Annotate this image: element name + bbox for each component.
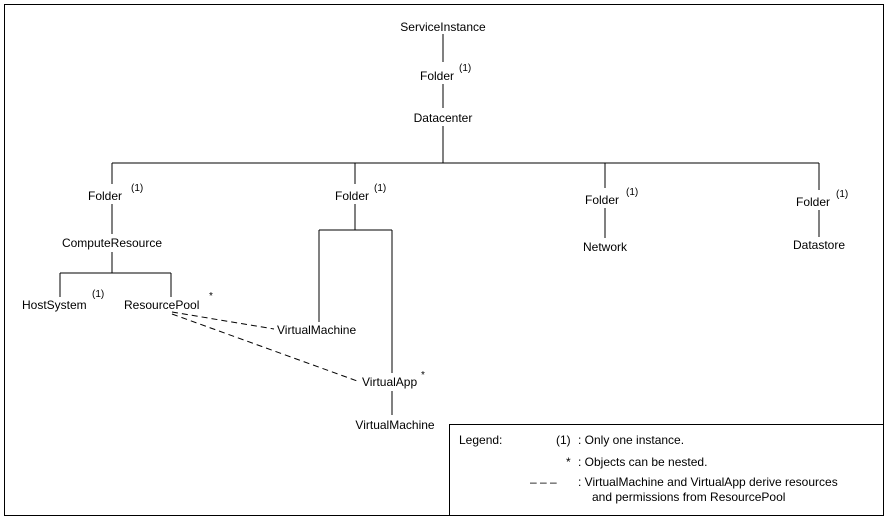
- node-virtual-app: VirtualApp: [362, 375, 417, 389]
- legend-title: Legend:: [459, 433, 502, 447]
- root-folder-one-mark: (1): [459, 63, 471, 74]
- node-host-folder: Folder: [88, 189, 122, 203]
- node-host-system: HostSystem: [22, 298, 87, 312]
- node-vm-folder: Folder: [335, 189, 369, 203]
- tree-connectors: [59, 34, 820, 415]
- node-datacenter: Datacenter: [414, 111, 473, 125]
- node-root-folder: Folder: [420, 69, 454, 83]
- legend-star-text: : Objects can be nested.: [578, 455, 707, 469]
- node-virtual-machine-1: VirtualMachine: [277, 323, 356, 337]
- network-folder-one-mark: (1): [626, 187, 638, 198]
- node-network: Network: [583, 240, 628, 254]
- legend-box: [449, 424, 884, 516]
- legend-dash-key: – – –: [530, 475, 557, 489]
- vm-folder-one-mark: (1): [374, 183, 386, 194]
- legend-star-key: *: [566, 455, 571, 469]
- legend-one-text: : Only one instance.: [578, 433, 684, 447]
- legend-dash-text-line-2: and permissions from ResourcePool: [592, 490, 785, 504]
- diagram-frame: [4, 4, 884, 516]
- node-resource-pool: ResourcePool: [124, 298, 199, 312]
- legend-dash-text-line-1: : VirtualMachine and VirtualApp derive r…: [578, 475, 838, 489]
- virtual-app-star-mark: *: [421, 370, 425, 381]
- resource-pool-star-mark: *: [209, 291, 213, 302]
- dashed-rp-to-virtualapp: [171, 313, 361, 383]
- datastore-folder-one-mark: (1): [836, 189, 848, 200]
- node-compute-resource: ComputeResource: [62, 236, 162, 250]
- dashed-rp-to-virtualmachine: [171, 311, 275, 330]
- node-datastore: Datastore: [793, 238, 845, 252]
- resource-derivation-lines: [171, 311, 361, 383]
- host-system-one-mark: (1): [92, 289, 104, 300]
- legend: Legend: (1) : Only one instance. * : Obj…: [459, 433, 838, 504]
- node-service-instance: ServiceInstance: [400, 20, 486, 34]
- node-network-folder: Folder: [585, 193, 619, 207]
- host-folder-one-mark: (1): [131, 183, 143, 194]
- node-virtual-machine-2: VirtualMachine: [355, 418, 434, 432]
- legend-one-key: (1): [556, 433, 571, 447]
- node-datastore-folder: Folder: [796, 195, 830, 209]
